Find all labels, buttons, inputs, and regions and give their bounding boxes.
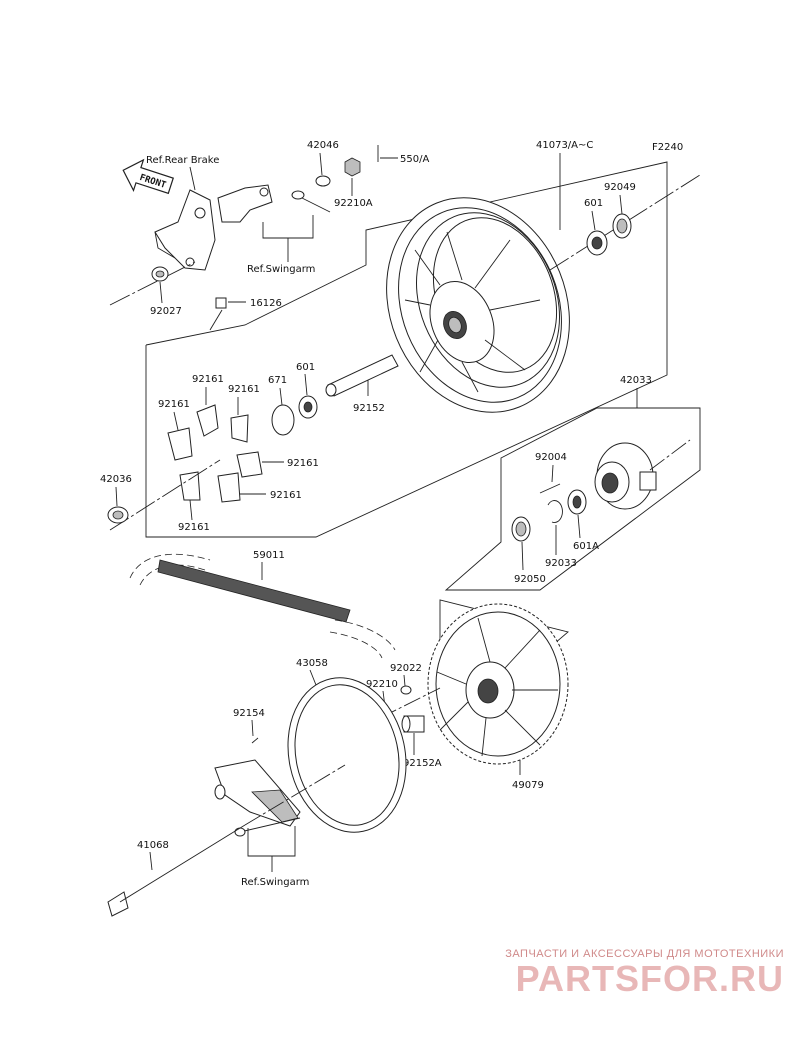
bolt-92154	[251, 737, 259, 744]
bearing-601-mid	[298, 395, 318, 419]
label-92022: 92022	[390, 663, 422, 674]
label-92161-c: 92161	[158, 399, 190, 410]
bearing-601-top	[586, 230, 608, 256]
diagram-code: F2240	[652, 142, 683, 153]
bolt-part	[291, 190, 331, 213]
washer-42046	[315, 175, 331, 187]
ref-swingarm-top-label: Ref.Swingarm	[247, 264, 315, 275]
label-42036: 42036	[100, 474, 132, 485]
ref-rear-brake-label: Ref.Rear Brake	[146, 155, 219, 166]
oring-671	[271, 404, 295, 436]
seal-92049	[612, 213, 632, 239]
label-92152a: 92152A	[403, 758, 442, 769]
label-601a: 601A	[573, 541, 599, 552]
label-92161-d: 92161	[287, 458, 319, 469]
label-92033: 92033	[545, 558, 577, 569]
nut-92210a	[344, 157, 361, 177]
label-59011: 59011	[253, 550, 285, 561]
label-92161-a: 92161	[192, 374, 224, 385]
label-92004: 92004	[535, 452, 567, 463]
label-601-mid: 601	[296, 362, 315, 373]
coupling-42033	[594, 439, 691, 510]
bearing-601a	[567, 489, 587, 515]
collar-92152	[325, 354, 399, 397]
label-92210: 92210	[366, 679, 398, 690]
label-92161-f: 92161	[178, 522, 210, 533]
guard-43058	[287, 677, 407, 833]
sprocket-49079	[427, 603, 569, 765]
label-92027: 92027	[150, 306, 182, 317]
ref-swingarm-bottom-label: Ref.Swingarm	[241, 877, 309, 888]
belt-59011	[129, 553, 396, 659]
seal-92050	[511, 516, 531, 542]
valve-16126	[209, 297, 227, 331]
axle-41068	[107, 764, 346, 917]
label-42033-top: 42033	[620, 375, 652, 386]
caliper-bracket-part	[214, 759, 301, 827]
label-42046: 42046	[307, 140, 339, 151]
washer-92022	[400, 685, 412, 695]
watermark: ЗАПЧАСТИ И АКСЕССУАРЫ ДЛЯ МОТОТЕХНИКИ PA…	[464, 948, 784, 998]
label-92154: 92154	[233, 708, 265, 719]
watermark-brand: PARTSFOR.RU	[515, 958, 784, 999]
stud-92004	[539, 483, 561, 494]
label-92049: 92049	[604, 182, 636, 193]
label-92152: 92152	[353, 403, 385, 414]
front-arrow-icon: FRONT	[122, 158, 175, 195]
collar-92027	[151, 266, 169, 282]
label-41068: 41068	[137, 840, 169, 851]
label-43058: 43058	[296, 658, 328, 669]
label-92210a: 92210A	[334, 198, 373, 209]
label-16126: 16126	[250, 298, 282, 309]
label-41073: 41073/A~C	[536, 140, 593, 151]
label-550a: 550/A	[400, 154, 429, 165]
label-92161-b: 92161	[228, 384, 260, 395]
circlip-92033	[547, 500, 563, 523]
label-671: 671	[268, 375, 287, 386]
watermark-subtitle: ЗАПЧАСТИ И АКСЕССУАРЫ ДЛЯ МОТОТЕХНИКИ	[505, 948, 784, 960]
collar-42036	[107, 506, 129, 524]
damper-group-92161	[167, 404, 263, 503]
collar-92152a	[401, 715, 425, 733]
rear-wheel-part	[386, 197, 570, 413]
label-92161-e: 92161	[270, 490, 302, 501]
label-601-top: 601	[584, 198, 603, 209]
label-49079: 49079	[512, 780, 544, 791]
brake-bracket-part	[154, 184, 273, 271]
label-92050: 92050	[514, 574, 546, 585]
